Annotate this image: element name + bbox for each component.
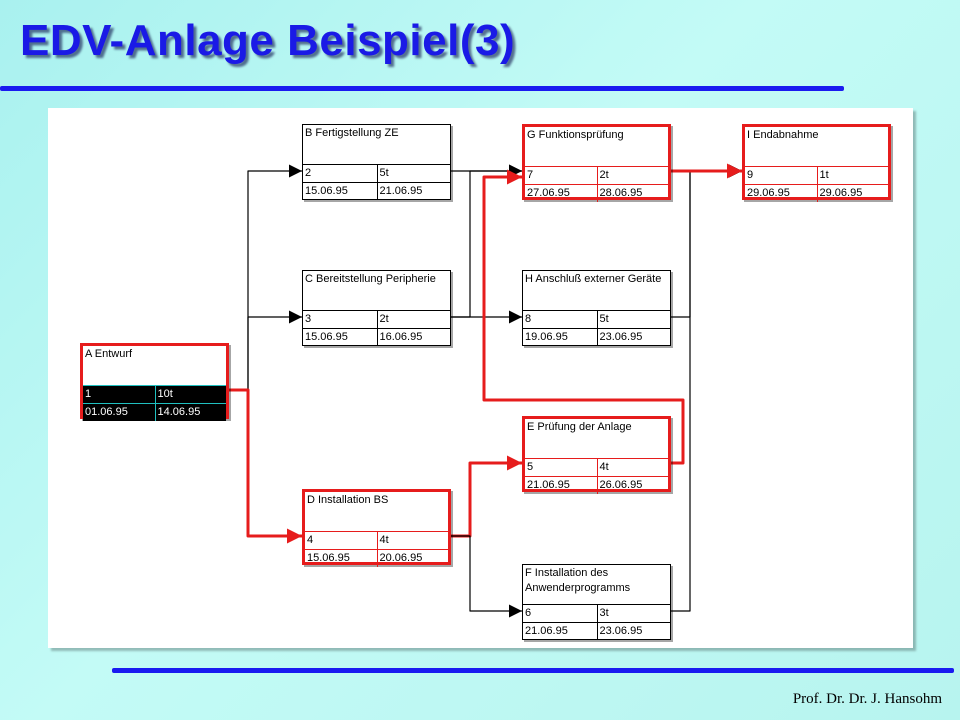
edge-a-d (229, 388, 302, 544)
node-h-start: 19.06.95 (525, 331, 568, 343)
node-f-name: F Installation des Anwenderprogramms (525, 567, 631, 594)
node-d-end: 20.06.95 (376, 550, 449, 567)
node-b-name: B Fertigstellung ZE (305, 127, 399, 139)
node-f-duration: 3t (596, 605, 671, 622)
node-g-name: G Funktionsprüfung (527, 129, 624, 141)
node-h-end: 23.06.95 (596, 329, 671, 346)
edge-d-f (451, 535, 522, 618)
node-a-entwurf[interactable]: A Entwurf 1 10t 01.06.95 14.06.95 (80, 343, 229, 421)
node-g-nr: 7 (527, 169, 534, 181)
node-i-end: 29.06.95 (816, 185, 889, 202)
node-e-end: 26.06.95 (596, 477, 669, 494)
node-i-nr: 9 (747, 169, 754, 181)
node-i-endabnahme[interactable]: I Endabnahme 9 1t 29.06.95 29.06.95 (742, 124, 891, 202)
node-a-name: A Entwurf (85, 348, 133, 360)
node-c-nr: 3 (305, 313, 312, 325)
node-e-pruefung[interactable]: E Prüfung der Anlage 5 4t 21.06.95 26.06.9… (522, 416, 671, 494)
node-a-start: 01.06.95 (85, 406, 128, 418)
edge-h-i (671, 164, 742, 318)
node-c-bereitstellung[interactable]: C Bereitstellung Peripherie 3 2t 15.06.95… (302, 270, 451, 346)
node-g-funktionspruefung[interactable]: G Funktionsprüfung 7 2t 27.06.95 28.06.95 (522, 124, 671, 202)
edge-a-b (229, 164, 302, 391)
node-f-nr: 6 (525, 607, 532, 619)
node-i-start: 29.06.95 (747, 187, 790, 199)
node-h-nr: 8 (525, 313, 532, 325)
node-f-start: 21.06.95 (525, 625, 568, 637)
node-b-end: 21.06.95 (376, 183, 451, 200)
node-g-duration: 2t (596, 167, 669, 184)
node-b-start: 15.06.95 (305, 185, 348, 197)
node-b-duration: 5t (376, 165, 451, 182)
node-b-nr: 2 (305, 167, 312, 179)
node-d-installation-bs[interactable]: D Installation BS 4 4t 15.06.95 20.06.95 (302, 489, 451, 567)
node-a-end: 14.06.95 (154, 404, 227, 421)
node-g-end: 28.06.95 (596, 185, 669, 202)
node-d-name: D Installation BS (307, 494, 389, 506)
node-b-fertigstellung[interactable]: B Fertigstellung ZE 2 5t 15.06.95 21.06.95 (302, 124, 451, 200)
node-c-end: 16.06.95 (376, 329, 451, 346)
node-i-name: I Endabnahme (747, 129, 819, 141)
node-h-name: H Anschluß externer Geräte (525, 273, 662, 285)
edge-d-e (451, 455, 522, 538)
node-a-nr: 1 (85, 388, 92, 400)
node-c-duration: 2t (376, 311, 451, 328)
edge-e-g (482, 169, 685, 465)
node-e-start: 21.06.95 (527, 479, 570, 491)
node-i-duration: 1t (816, 167, 889, 184)
bottom-divider (112, 668, 954, 673)
top-divider (0, 86, 844, 91)
node-f-installation-anwender[interactable]: F Installation des Anwenderprogramms 6 3t… (522, 564, 671, 640)
edge-f-i (671, 164, 742, 612)
node-e-name: E Prüfung der Anlage (527, 421, 632, 433)
node-e-duration: 4t (596, 459, 669, 476)
network-diagram: A Entwurf 1 10t 01.06.95 14.06.95 B Fertig… (48, 108, 913, 648)
node-d-start: 15.06.95 (307, 552, 350, 564)
node-c-name: C Bereitstellung Peripherie (305, 273, 436, 285)
node-c-start: 15.06.95 (305, 331, 348, 343)
node-a-duration: 10t (154, 386, 227, 403)
node-h-anschluss[interactable]: H Anschluß externer Geräte 8 5t 19.06.95 2… (522, 270, 671, 346)
edge-a-c (229, 310, 302, 391)
author-footer: Prof. Dr. Dr. J. Hansohm (792, 691, 942, 707)
node-g-start: 27.06.95 (527, 187, 570, 199)
edge-layer (229, 163, 742, 618)
node-h-duration: 5t (596, 311, 671, 328)
slide-title: EDV-Anlage Beispiel(3) (20, 16, 516, 65)
node-f-end: 23.06.95 (596, 623, 671, 640)
node-d-duration: 4t (376, 532, 449, 549)
node-d-nr: 4 (307, 534, 314, 546)
node-e-nr: 5 (527, 461, 534, 473)
edge-c-g (451, 164, 522, 318)
